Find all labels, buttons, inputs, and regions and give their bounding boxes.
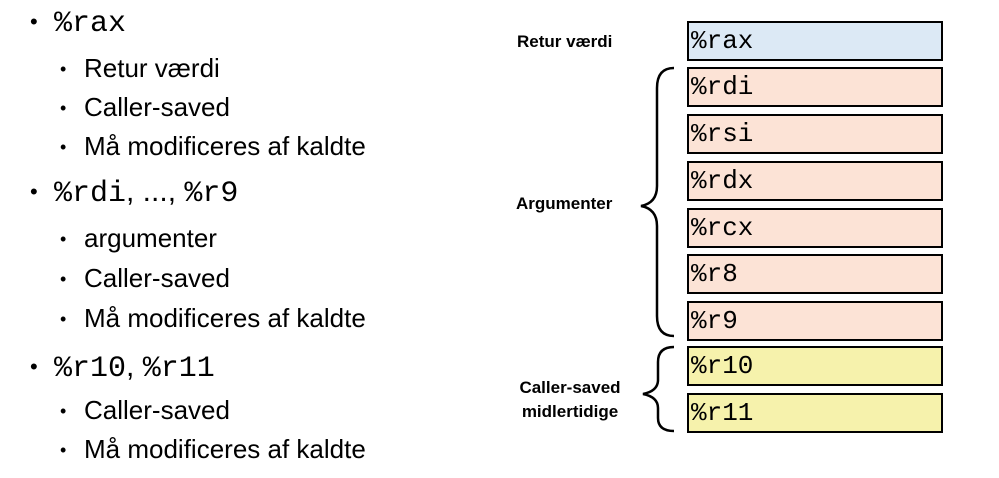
register-r9: %r9 xyxy=(687,301,943,341)
bullet-dot-icon: • xyxy=(30,9,38,34)
sub-bullet: • Caller-saved xyxy=(60,392,230,429)
bullet-rax: • %rax xyxy=(30,2,126,44)
register-rdi: %rdi xyxy=(687,67,943,107)
sub-bullet-text: Caller-saved xyxy=(84,395,230,425)
bullet-dot-icon: • xyxy=(30,354,38,379)
bullet-dot-icon: • xyxy=(60,98,67,118)
code-rdi: %rdi xyxy=(54,177,127,211)
register-r10: %r10 xyxy=(687,346,943,386)
label-temporaries-line2: midlertidige xyxy=(521,402,619,421)
sub-bullet-text: Caller-saved xyxy=(84,263,230,293)
code-r10: %r10 xyxy=(54,352,127,386)
register-rax: %rax xyxy=(687,21,943,61)
sub-bullet-text: Må modificeres af kaldte xyxy=(84,434,366,464)
label-temporaries: Caller-saved midlertidige xyxy=(508,376,632,424)
brace-temporaries-icon xyxy=(642,345,675,433)
bullet-list: • %rax • Retur værdi • Caller-saved • Må mod… xyxy=(30,0,490,478)
bullet-dot-icon: • xyxy=(30,179,38,204)
bullet-rdi-r9: • %rdi, ..., %r9 xyxy=(30,172,238,214)
sub-bullet: • Må modificeres af kaldte xyxy=(60,300,366,337)
register-rdx: %rdx xyxy=(687,161,943,201)
label-temporaries-line1: Caller-saved xyxy=(519,378,621,397)
sub-bullet: • Retur værdi xyxy=(60,50,220,87)
separator: , ..., xyxy=(126,175,185,208)
code-r11: %r11 xyxy=(142,352,215,386)
sub-bullet-text: Må modificeres af kaldte xyxy=(84,131,366,161)
sub-bullet-text: Caller-saved xyxy=(84,92,230,122)
sub-bullet-text: Må modificeres af kaldte xyxy=(84,303,366,333)
sub-bullet-text: Retur værdi xyxy=(84,53,220,83)
register-rsi: %rsi xyxy=(687,114,943,154)
sub-bullet: • Caller-saved xyxy=(60,260,230,297)
sub-bullet: • argumenter xyxy=(60,220,217,257)
sub-bullet: • Caller-saved xyxy=(60,89,230,126)
bullet-dot-icon: • xyxy=(60,401,67,421)
label-arguments: Argumenter xyxy=(516,194,613,213)
bullet-dot-icon: • xyxy=(60,309,67,329)
sub-bullet: • Må modificeres af kaldte xyxy=(60,128,366,165)
code-r9: %r9 xyxy=(184,177,239,211)
sub-bullet-text: argumenter xyxy=(84,223,217,253)
bullet-dot-icon: • xyxy=(60,59,67,79)
register-r11: %r11 xyxy=(687,393,943,433)
bullet-dot-icon: • xyxy=(60,269,67,289)
code-rax: %rax xyxy=(54,7,127,41)
register-rcx: %rcx xyxy=(687,208,943,248)
separator: , xyxy=(126,350,143,383)
bullet-dot-icon: • xyxy=(60,137,67,157)
register-r8: %r8 xyxy=(687,254,943,294)
brace-arguments-icon xyxy=(640,66,675,338)
bullet-dot-icon: • xyxy=(60,229,67,249)
bullet-dot-icon: • xyxy=(60,440,67,460)
bullet-r10-r11: • %r10, %r11 xyxy=(30,347,215,389)
label-return-value: Retur værdi xyxy=(517,32,613,51)
sub-bullet: • Må modificeres af kaldte xyxy=(60,431,366,468)
